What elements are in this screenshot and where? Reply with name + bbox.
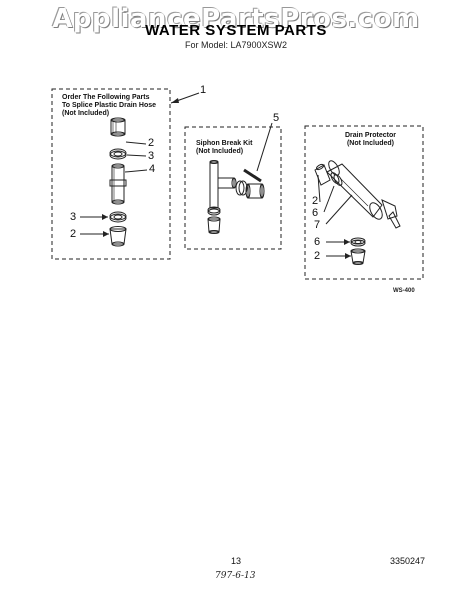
- hose-cuff-bottom: [109, 226, 127, 247]
- drain-cuff-top: [314, 163, 331, 186]
- callout-6a: 6: [312, 207, 319, 219]
- drain-label-line1: Drain Protector: [345, 132, 396, 139]
- hose-cuff-top: [110, 117, 126, 137]
- siphon-tee: [209, 160, 237, 209]
- doc-number: 3350247: [390, 556, 426, 566]
- callout-3b: 3: [70, 211, 77, 223]
- callout-2b: 2: [70, 228, 77, 240]
- siphon-clamp-1: [207, 206, 221, 216]
- callout-7: 7: [314, 219, 321, 231]
- siphon-cuff: [207, 216, 221, 234]
- siphon-label-line2: (Not Included): [196, 148, 244, 155]
- siphon-group-label: Siphon Break Kit (Not Included): [196, 140, 252, 156]
- siphon-label-line1: Siphon Break Kit: [196, 140, 253, 147]
- arrow-6b: [344, 239, 350, 245]
- drain-cuff-bottom: [350, 248, 366, 265]
- leader-7: [325, 194, 353, 225]
- hose-connector: [109, 163, 127, 205]
- siphon-check-valve: [245, 183, 265, 199]
- hose-clamp-top: [109, 148, 127, 160]
- handwritten-note: 797-6-13: [215, 571, 256, 581]
- callout-2c: 2: [312, 195, 319, 207]
- callout-6b: 6: [314, 236, 321, 248]
- splice-label-line2: To Splice Plastic Drain Hose: [62, 102, 157, 109]
- drain-clamp-top: [330, 172, 343, 186]
- watermark: AppliancePartsPros.com: [52, 4, 420, 34]
- callout-2d: 2: [314, 250, 321, 262]
- splice-label-line3: (Not Included): [62, 110, 110, 117]
- siphon-clamp-2: [235, 180, 248, 196]
- leader-6a: [323, 185, 335, 213]
- drain-group-box: [304, 125, 424, 280]
- callout-3a: 3: [148, 150, 155, 162]
- page-number: 13: [231, 556, 242, 566]
- siphon-tube: [243, 168, 262, 183]
- arrow-3b: [102, 214, 108, 220]
- callout-5: 5: [273, 112, 280, 124]
- model-line: For Model: LA7900XSW2: [184, 40, 288, 50]
- drain-group-label: Drain Protector (Not Included): [345, 132, 396, 148]
- leader-5: [256, 122, 273, 172]
- drain-label-line2: (Not Included): [346, 140, 395, 147]
- splice-group-label: Order The Following Parts To Splice Plas…: [62, 94, 156, 118]
- leader-2a: [125, 141, 147, 145]
- arrow-1: [171, 98, 179, 103]
- arrow-2d: [345, 253, 351, 259]
- leader-3a: [126, 154, 147, 157]
- drain-clamp-bottom: [350, 237, 366, 247]
- callout-4: 4: [149, 163, 156, 175]
- drain-protector-body: [326, 160, 401, 229]
- callout-2a: 2: [148, 137, 155, 149]
- leader-4: [124, 169, 148, 173]
- hose-clamp-bottom: [109, 211, 127, 223]
- splice-group-box: [51, 88, 171, 260]
- siphon-group-box: [184, 126, 282, 250]
- callout-1: 1: [200, 84, 207, 96]
- arrow-2b: [103, 231, 109, 237]
- page-title: WATER SYSTEM PARTS: [145, 22, 327, 39]
- leader-2c: [317, 174, 321, 203]
- splice-label-line1: Order The Following Parts: [62, 94, 150, 101]
- figure-code: WS-400: [393, 288, 415, 294]
